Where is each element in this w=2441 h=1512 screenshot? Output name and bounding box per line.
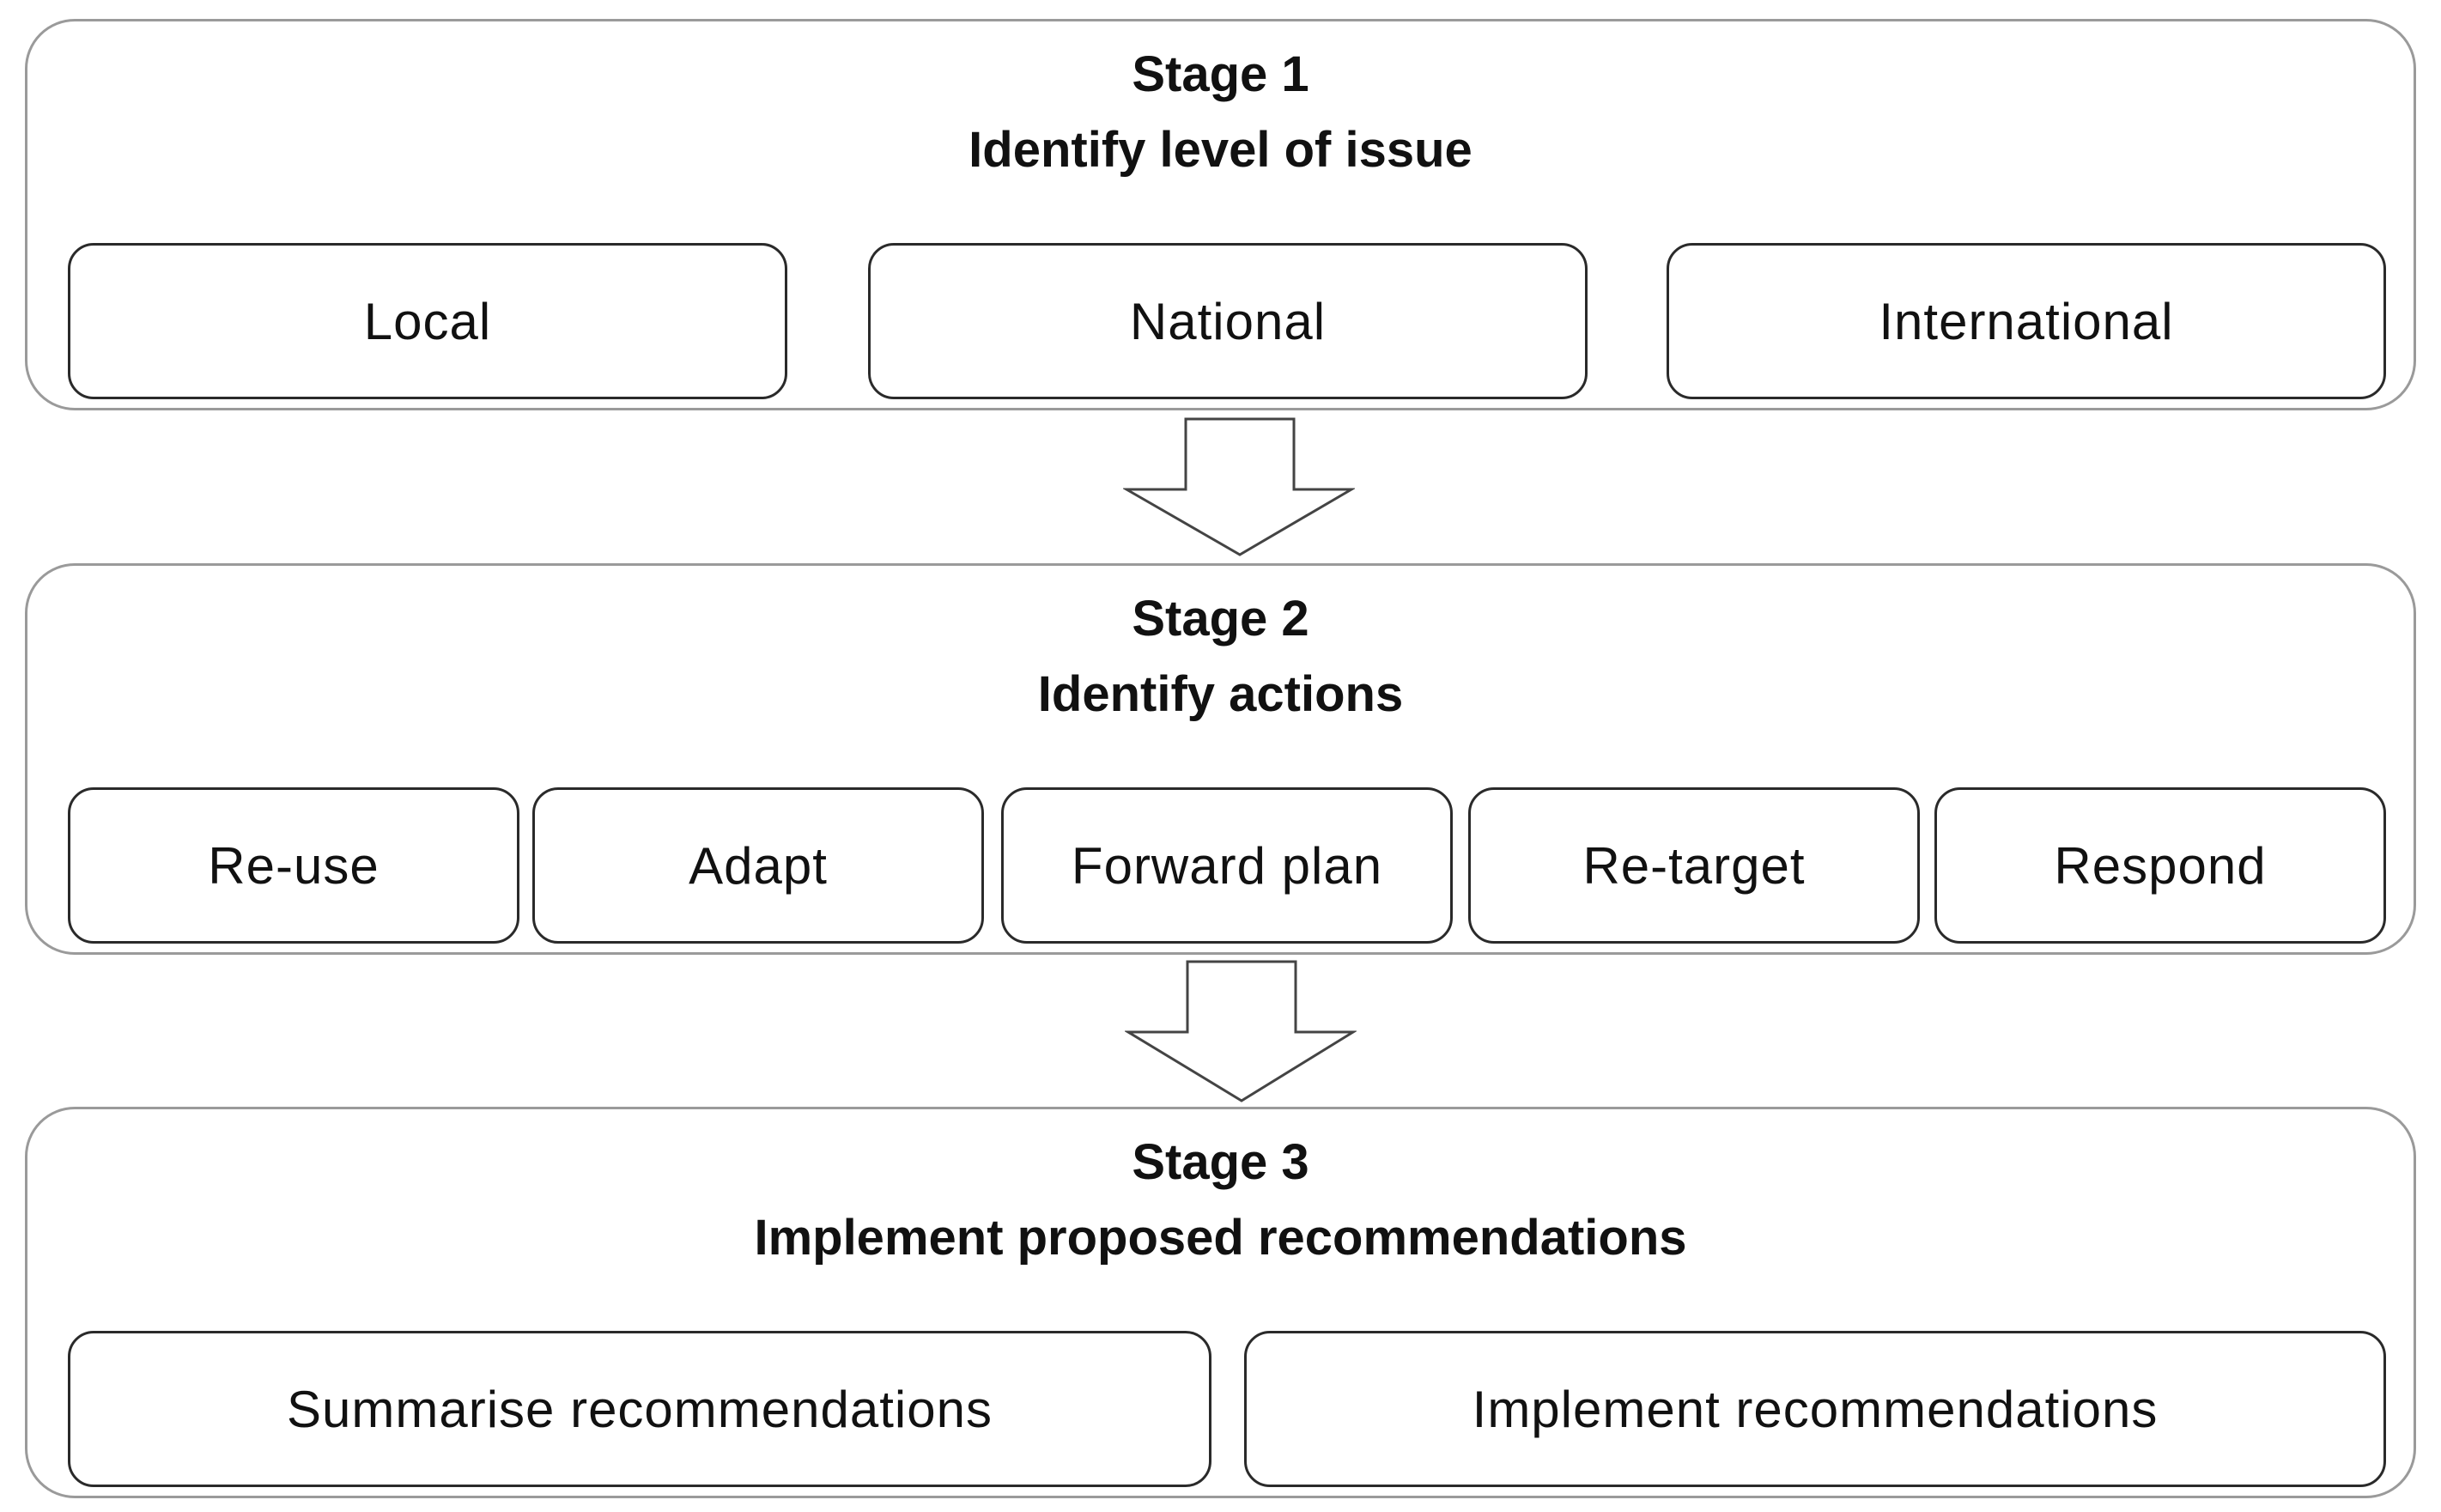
stage-3-label: Stage 3	[1132, 1134, 1309, 1190]
action-reuse-box: Re-use	[68, 787, 519, 944]
stage-1-panel: Stage 1 Identify level of issue Local Na…	[25, 19, 2416, 410]
action-adapt-box: Adapt	[532, 787, 984, 944]
level-national-box: National	[868, 243, 1588, 399]
stage-1-title: Identify level of issue	[969, 122, 1472, 178]
down-arrow-icon	[1125, 960, 1357, 1102]
level-international-box: International	[1667, 243, 2386, 399]
stage-2-title: Identify actions	[1037, 666, 1404, 722]
action-respond-box: Respond	[1934, 787, 2386, 944]
stage-2-panel: Stage 2 Identify actions Re-use Adapt Fo…	[25, 563, 2416, 955]
stage-3-panel: Stage 3 Implement proposed recommendatio…	[25, 1107, 2416, 1498]
level-local-box: Local	[68, 243, 787, 399]
down-arrow-icon	[1123, 417, 1355, 556]
action-retarget-box: Re-target	[1468, 787, 1920, 944]
stage-3-title: Implement proposed recommendations	[754, 1210, 1687, 1266]
implement-recommendations-box: Implement recommendations	[1244, 1331, 2386, 1487]
action-forward-plan-box: Forward plan	[1001, 787, 1453, 944]
stage-2-label: Stage 2	[1132, 591, 1309, 647]
stage-1-label: Stage 1	[1132, 46, 1309, 102]
summarise-recommendations-box: Summarise recommendations	[68, 1331, 1211, 1487]
